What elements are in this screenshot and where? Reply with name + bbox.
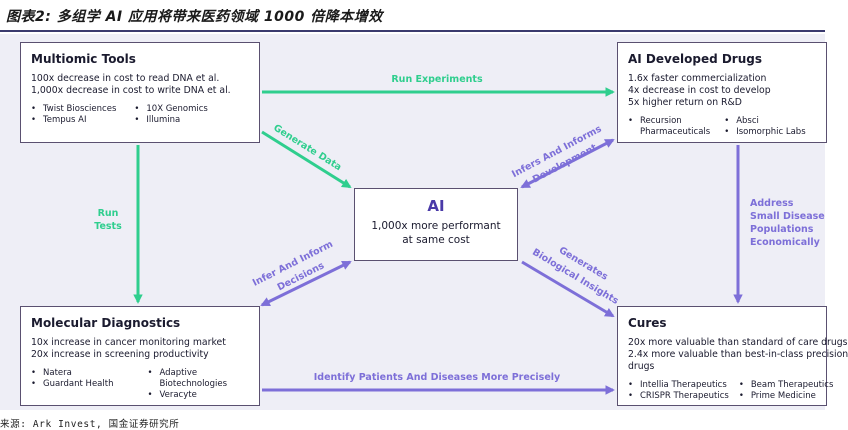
company-bullet: CRISPR Therapeutics [628,391,729,402]
label-run-tests-1: Run [98,208,119,219]
diagnostics-line: 10x increase in cancer monitoring market [31,337,226,348]
drugs-line: 1.6x faster commercialization [628,73,767,84]
label-run-experiments: Run Experiments [391,74,483,85]
ai-developed-drugs-title: AI Developed Drugs [628,52,762,66]
label-address-1: Address [750,198,794,209]
arrow-layer: Run Experiments Generate Data Run Tests … [94,74,825,395]
arrow-generates-insights [521,260,615,318]
label-address-3: Populations [750,224,814,235]
company-bullet: Veracyte [147,390,227,401]
molecular-diagnostics-title: Molecular Diagnostics [31,316,181,330]
label-run-tests-2: Tests [94,221,122,232]
ai-subtitle-line: at same cost [402,234,470,246]
cures-line: drugs [628,361,655,372]
arrow-infer-inform [260,260,352,307]
ai-center-box: AI 1,000x more performant at same cost [354,188,518,261]
ai-developed-drugs-box: AI Developed Drugs 1.6x faster commercia… [617,42,827,143]
company-bullet: Twist Biosciences [31,104,116,115]
source-note: 来源: Ark Invest, 国金证券研究所 [0,419,180,430]
company-bullet: Absci [724,116,805,127]
label-address-4: Economically [750,237,821,248]
company-bullet: Prime Medicine [739,391,834,402]
multiomic-tools-title: Multiomic Tools [31,52,136,66]
cures-box: Cures 20x more valuable than standard of… [617,306,848,406]
company-bullet: Guardant Health [31,379,113,390]
drugs-line: 4x decrease in cost to develop [628,85,771,96]
ai-subtitle-line: 1,000x more performant [371,220,501,232]
cures-title: Cures [628,316,667,330]
cures-line: 2.4x more valuable than best-in-class pr… [628,349,848,360]
label-identify: Identify Patients And Diseases More Prec… [314,372,561,383]
label-generate-data: Generate Data [271,123,343,174]
diagnostics-line: 20x increase in screening productivity [31,349,209,360]
molecular-diagnostics-box: Molecular Diagnostics 10x increase in ca… [20,306,260,406]
cures-line: 20x more valuable than standard of care … [628,337,848,348]
multiomic-line: 100x decrease in cost to read DNA et al. [31,73,220,84]
arrow-generate-data [261,130,352,189]
label-address-2: Small Disease [750,211,825,222]
arrow-infers-informs [520,138,615,189]
company-bullet: Isomorphic Labs [724,127,805,138]
multiomic-tools-box: Multiomic Tools 100x decrease in cost to… [20,42,260,143]
multiomic-line: 1,000x decrease in cost to write DNA et … [31,85,231,96]
drugs-line: 5x higher return on R&D [628,97,742,108]
company-bullet: 10X Genomics [134,104,208,115]
company-bullet: Beam Therapeutics [739,380,834,391]
company-bullet: Illumina [134,115,208,126]
company-bullet: Intellia Therapeutics [628,380,729,391]
company-bullet: Tempus AI [31,115,116,126]
company-bullet: Natera [31,368,113,379]
title-rule [0,30,825,32]
ai-title: AI [427,197,445,215]
figure-title: 图表2: 多组学 AI 应用将带来医药领域 1000 倍降本增效 [6,9,383,25]
